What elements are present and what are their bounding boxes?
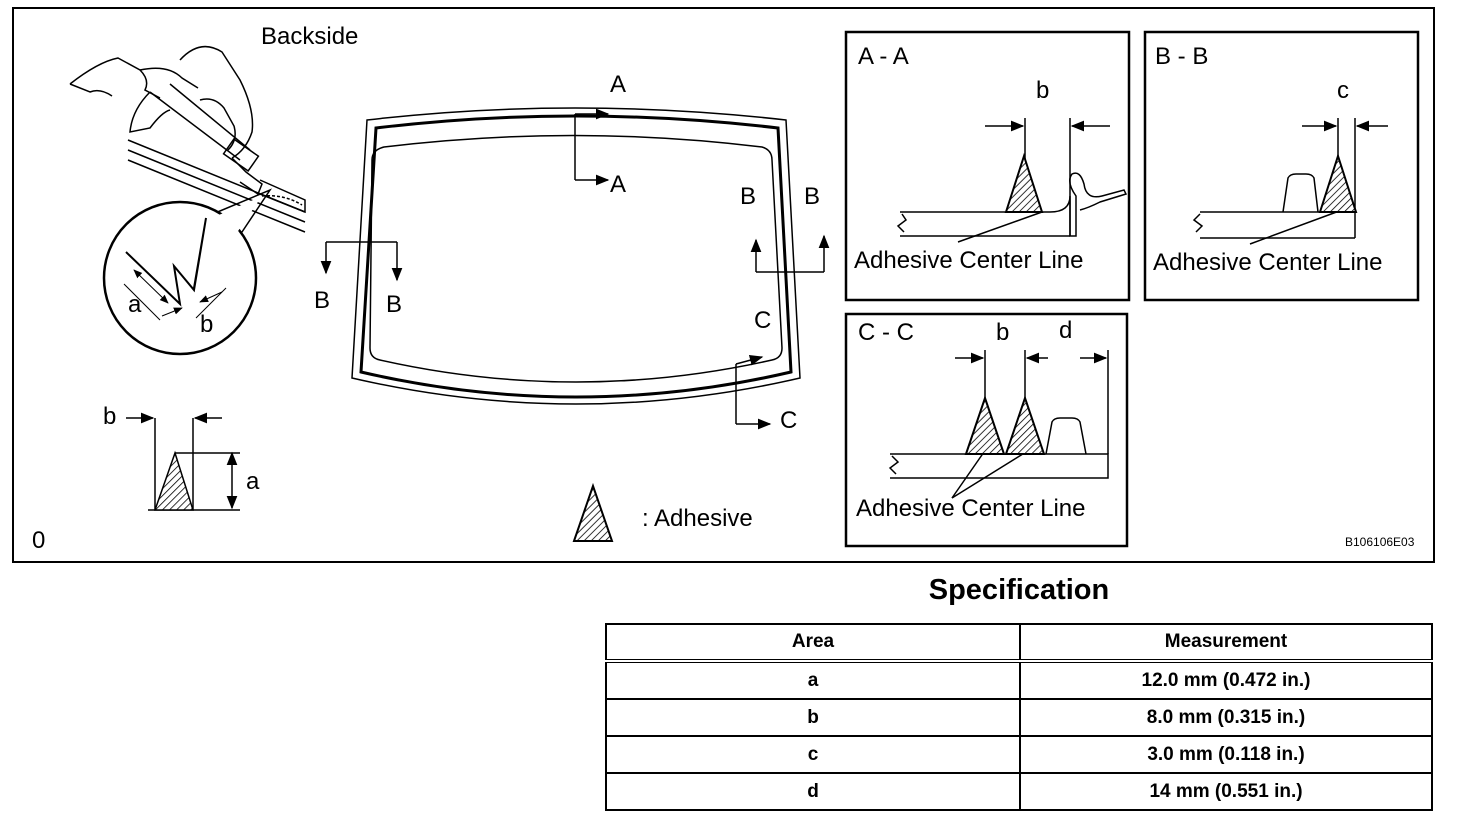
diagram-frame xyxy=(12,7,1435,563)
figure-code: B106106E03 xyxy=(1345,535,1415,549)
marker-a-top: A xyxy=(610,71,626,98)
marker-b-left-2: B xyxy=(386,291,402,318)
marker-c-bottom: C xyxy=(780,407,797,434)
row-measurement: 12.0 mm (0.472 in.) xyxy=(1019,660,1433,700)
row-area: a xyxy=(605,660,1021,700)
marker-b-left-1: B xyxy=(314,287,330,314)
table-header-row: Area Measurement xyxy=(605,623,1433,663)
section-cc-dim-d: d xyxy=(1059,317,1072,344)
section-aa-panel xyxy=(844,30,1131,302)
marker-b-right-2: B xyxy=(804,183,820,210)
section-aa-center-line: Adhesive Center Line xyxy=(854,247,1083,274)
specification-table: Area Measurement a 12.0 mm (0.472 in.) b… xyxy=(605,623,1433,811)
marker-b-right-1: B xyxy=(740,183,756,210)
windshield-outline xyxy=(351,107,801,405)
specification-title: Specification xyxy=(928,574,1110,606)
row-measurement: 14 mm (0.551 in.) xyxy=(1019,772,1433,811)
row-measurement: 8.0 mm (0.315 in.) xyxy=(1019,698,1433,737)
bead-dimension-detail xyxy=(126,412,240,511)
callout-label-a: a xyxy=(128,291,142,318)
section-bb-center-line: Adhesive Center Line xyxy=(1153,249,1382,276)
table-row: d 14 mm (0.551 in.) xyxy=(605,772,1433,811)
dim-label-b: b xyxy=(103,403,116,430)
row-area: b xyxy=(605,698,1021,737)
marker-c-top: C xyxy=(754,307,771,334)
table-row: a 12.0 mm (0.472 in.) xyxy=(605,660,1433,700)
section-bb-title: B - B xyxy=(1155,43,1208,70)
row-area: c xyxy=(605,735,1021,774)
section-bb-panel xyxy=(1143,30,1420,302)
header-measurement: Measurement xyxy=(1019,623,1433,663)
section-markers xyxy=(320,108,830,430)
row-area: d xyxy=(605,772,1021,811)
adhesive-legend-icon xyxy=(572,482,614,542)
table-row: c 3.0 mm (0.118 in.) xyxy=(605,735,1433,774)
adhesive-diagram: A A B B B B C C Backside a b b a 0 : Adh… xyxy=(12,7,1435,563)
applicator-illustration xyxy=(69,45,306,356)
callout-label-b: b xyxy=(200,311,213,338)
backside-label: Backside xyxy=(261,23,358,50)
section-cc-panel xyxy=(844,312,1129,548)
dim-label-a: a xyxy=(246,468,260,495)
table-row: b 8.0 mm (0.315 in.) xyxy=(605,698,1433,737)
section-bb-dim-c: c xyxy=(1337,77,1349,104)
header-area: Area xyxy=(605,623,1021,663)
row-measurement: 3.0 mm (0.118 in.) xyxy=(1019,735,1433,774)
marker-a-bottom: A xyxy=(610,171,626,198)
corner-mark: 0 xyxy=(32,527,45,554)
section-aa-dim-b: b xyxy=(1036,77,1049,104)
section-cc-center-line: Adhesive Center Line xyxy=(856,495,1085,522)
section-aa-title: A - A xyxy=(858,43,909,70)
section-cc-title: C - C xyxy=(858,319,914,346)
section-cc-dim-b: b xyxy=(996,319,1009,346)
adhesive-legend-label: : Adhesive xyxy=(642,505,753,532)
